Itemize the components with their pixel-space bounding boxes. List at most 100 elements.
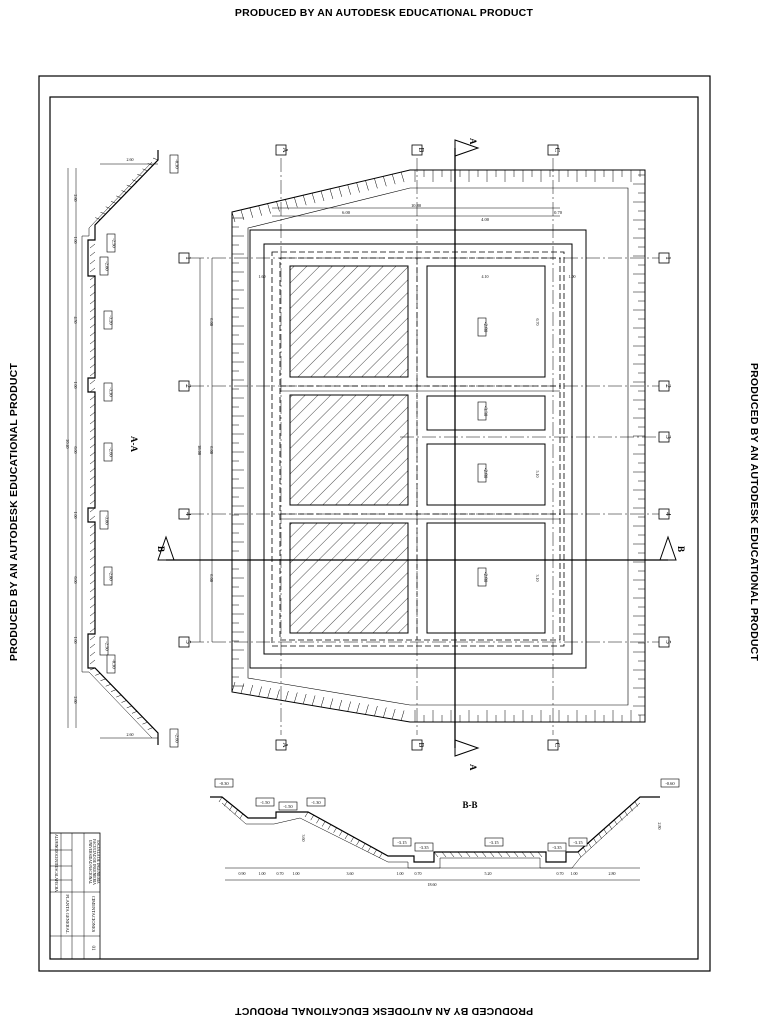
level-tag (568, 837, 588, 847)
section-aa-title: A-A (129, 436, 139, 452)
grid-bubble-label: 2 (664, 384, 672, 388)
tb-university: UNIVERSIDAD NACIONAL (88, 840, 92, 884)
svg-text:A: A (468, 764, 478, 771)
inner-border (49, 96, 699, 960)
dim-text: 20.40 (65, 440, 70, 449)
watermark-top: PRODUCED BY AN AUTODESK EDUCATIONAL PROD… (234, 7, 534, 19)
level-tag (169, 154, 179, 174)
outer-border (38, 75, 711, 972)
level-tag (99, 636, 109, 656)
tb-row: ESCALA (54, 866, 58, 880)
svg-text:1.60: 1.60 (259, 274, 266, 279)
grid-bubble (411, 739, 423, 751)
dim-text: 18.00 (197, 445, 202, 456)
tb-faculty: FACULTAD DE INGENIERIA (92, 839, 96, 885)
grid-bubble-label: 5 (664, 640, 672, 644)
dim-text: 3.60 (347, 871, 354, 876)
dim-text: 1.00 (73, 237, 78, 244)
section-bb-title: B-B (462, 800, 477, 810)
dim-text: 1.00 (259, 871, 266, 876)
hatched-cell (289, 265, 409, 378)
level-tag-text: -2.80 (105, 261, 110, 271)
level-tag-text: -2.50 (112, 238, 117, 248)
hatched-cell (289, 522, 409, 634)
dim-text: 3.60 (301, 835, 306, 842)
svg-text:-2.80: -2.80 (482, 468, 487, 479)
level-tag (103, 566, 113, 586)
level-tag-text: -2.80 (109, 571, 114, 581)
grid-bubble (658, 636, 670, 648)
section-bb: B-B -0.30-1.50-1.50-1.30-3.15-3.35-3.15-… (210, 778, 680, 887)
level-tag (414, 842, 434, 852)
dim-text: 4.50 (73, 317, 78, 324)
section-aa-profile (87, 150, 159, 745)
level-tag-text: -3.30 (109, 387, 114, 397)
grid-bubble-label: 3 (664, 435, 672, 439)
dim-text: 1.00 (73, 382, 78, 389)
tb-row: ALUMNO (54, 834, 58, 850)
level-tag-text: -2.50 (105, 641, 110, 651)
tb-school: ESCUELA DE INGENIERIA (96, 840, 100, 884)
dim-text: 0.70 (557, 871, 564, 876)
dim-text: 0.70 (415, 871, 422, 876)
level-tag (103, 382, 113, 402)
level-tag (278, 801, 298, 811)
tb-sheet-title: PLANTA GENERAL (65, 894, 70, 934)
tb-course: CIMENTACIONES (91, 896, 96, 933)
plan-cell (426, 395, 546, 431)
dim-text: 10.80 (411, 203, 422, 208)
grid-bubble (658, 508, 670, 520)
svg-text:-3.30: -3.30 (482, 406, 487, 417)
slope-ticks (231, 170, 645, 722)
level-tag-text: -0.60 (665, 781, 675, 786)
dim-text: 2.80 (609, 871, 616, 876)
level-tag-text: -1.50 (283, 804, 293, 809)
level-tag (99, 510, 109, 530)
level-tag (484, 837, 504, 847)
slab-outline (249, 229, 587, 669)
plan-cell (426, 443, 546, 506)
section-bb-profile (210, 796, 660, 863)
grid-bubble-label: 4 (184, 512, 192, 516)
grid-bubble (547, 739, 559, 751)
grid-bubble-label: 5 (184, 640, 192, 644)
grid-bubble-label: 1 (184, 256, 192, 260)
grid-bubble (547, 144, 559, 156)
dim-text: 6.00 (73, 447, 78, 454)
dim-text: 1.00 (571, 871, 578, 876)
dim-text: 5.20 (485, 871, 492, 876)
svg-text:3.10: 3.10 (535, 575, 540, 582)
grid-bubble-label: 2 (184, 384, 192, 388)
svg-text:5.10: 5.10 (535, 471, 540, 478)
level-tag-text: -3.20 (109, 315, 114, 325)
grid-bubble (275, 144, 287, 156)
level-tag (169, 728, 179, 748)
dim-text: 0.90 (239, 871, 246, 876)
level-tag-text: -3.35 (552, 845, 562, 850)
dim-text: 1.00 (73, 637, 78, 644)
level-tag (106, 654, 116, 674)
grid-bubble-label: A (281, 147, 289, 152)
level-tag-text: -0.30 (175, 159, 180, 169)
grid-bubble (178, 380, 190, 392)
grid-bubble-label: 4 (664, 512, 672, 516)
level-tag (392, 837, 412, 847)
grid-bubble (658, 252, 670, 264)
svg-text:-2.80: -2.80 (482, 572, 487, 583)
dim-text: 1.00 (73, 512, 78, 519)
dim-text: 2.80 (657, 823, 662, 830)
dim-text: 6.00 (209, 574, 214, 583)
level-tag-text: -3.35 (419, 845, 429, 850)
grid-bubble-label: A (281, 742, 289, 747)
grid-bubble-label: B (417, 743, 425, 748)
grid-bubble (658, 431, 670, 443)
dim-text: 0.70 (554, 210, 563, 215)
level-tag-text: -3.15 (397, 840, 407, 845)
section-aa: A-A -0.30-2.50-2.80-3.20-3.30-2.60-3.80-… (65, 150, 180, 748)
level-tag (255, 797, 275, 807)
dim-text: 1.00 (397, 871, 404, 876)
grid-bubble (178, 508, 190, 520)
plan-level-tags: -2.80 -3.30 -2.80 -2.80 (477, 317, 487, 587)
